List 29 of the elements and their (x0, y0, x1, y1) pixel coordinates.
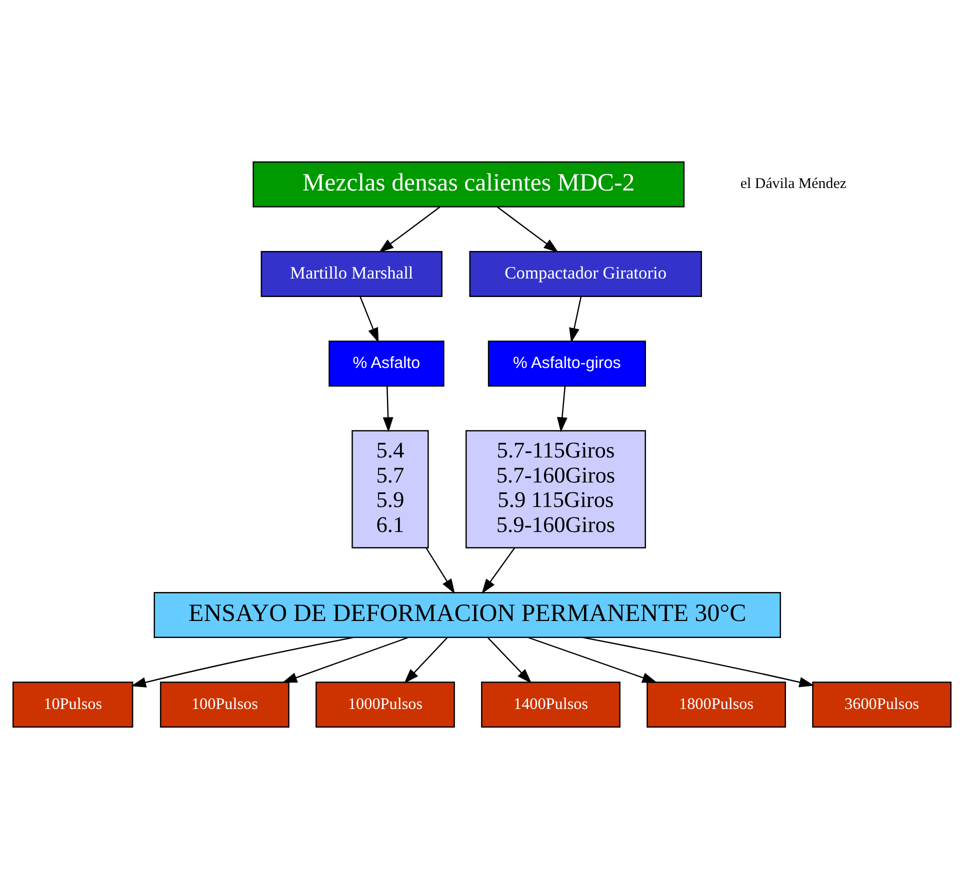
arrow (528, 636, 658, 682)
node-box: Martillo Marshall (260, 250, 442, 297)
node-box: 100Pulsos (160, 681, 290, 728)
node-box: 5.4 5.7 5.9 6.1 (352, 430, 429, 548)
arrow (426, 547, 455, 594)
node-box: ENSAYO DE DEFORMACION PERMANENTE 30°C (154, 591, 782, 638)
arrow (497, 206, 559, 252)
arrow (378, 206, 440, 252)
arrow (282, 636, 408, 682)
node-box: 10Pulsos (12, 681, 134, 728)
node-box: 3600Pulsos (812, 681, 952, 728)
node-box: Compactador Giratorio (469, 250, 702, 297)
node-box: % Asfalto-giros (488, 340, 646, 386)
label: el Dávila Méndez (740, 176, 846, 192)
arrow (360, 296, 379, 342)
node-box: 1400Pulsos (481, 681, 620, 728)
arrow (404, 636, 448, 683)
node-box: 1000Pulsos (316, 681, 455, 728)
arrow (488, 636, 532, 683)
node-box: 1800Pulsos (646, 681, 786, 728)
arrow (569, 296, 582, 342)
node-box: % Asfalto (328, 340, 444, 386)
arrow (556, 386, 568, 432)
arrow (482, 546, 516, 594)
node-box: Mezclas densas calientes MDC-2 (252, 160, 685, 207)
node-box: 5.7-115Giros 5.7-160Giros 5.9 115Giros 5.9-160Giros (466, 430, 646, 548)
arrow (131, 636, 354, 687)
arrow (382, 386, 394, 432)
arrow (582, 636, 814, 687)
